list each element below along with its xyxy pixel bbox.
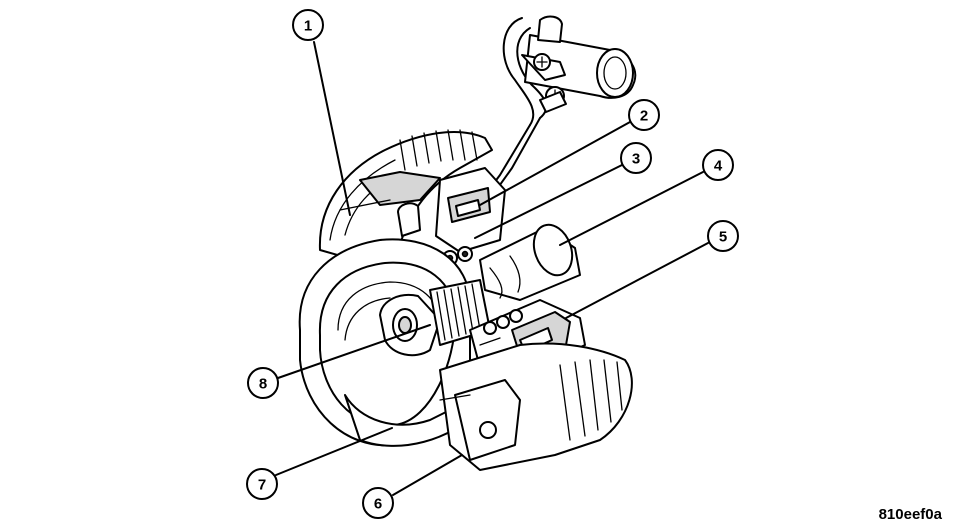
callout-4: 4: [702, 149, 734, 181]
callout-7-label: 7: [258, 477, 266, 494]
callout-8-label: 8: [259, 376, 267, 393]
leader-6: [392, 454, 463, 496]
callout-2-label: 2: [640, 108, 648, 125]
leader-3: [474, 164, 623, 239]
callout-6: 6: [362, 487, 394, 519]
callout-1-label: 1: [304, 18, 312, 35]
rear-housing: [318, 129, 493, 271]
figure-id: 810eef0a: [878, 506, 942, 523]
leader-5: [565, 242, 709, 319]
callout-4-label: 4: [714, 158, 723, 175]
callout-3: 3: [620, 142, 652, 174]
sensor-connector: [469, 15, 637, 216]
callout-3-label: 3: [632, 151, 640, 168]
leader-lines: [275, 41, 709, 496]
leader-7: [275, 427, 393, 476]
callout-2: 2: [628, 99, 660, 131]
callout-5-label: 5: [719, 229, 727, 246]
end-housing: [439, 342, 633, 471]
splined-shaft: [379, 279, 491, 357]
callout-5: 5: [707, 220, 739, 252]
leader-1: [313, 41, 351, 216]
callout-8: 8: [247, 367, 279, 399]
armature-cylinder: [479, 223, 581, 301]
callout-7: 7: [246, 468, 278, 500]
callout-6-label: 6: [374, 496, 382, 513]
leader-8: [277, 324, 431, 379]
callout-1: 1: [292, 9, 324, 41]
leader-4: [559, 171, 704, 246]
leader-2: [479, 121, 631, 206]
